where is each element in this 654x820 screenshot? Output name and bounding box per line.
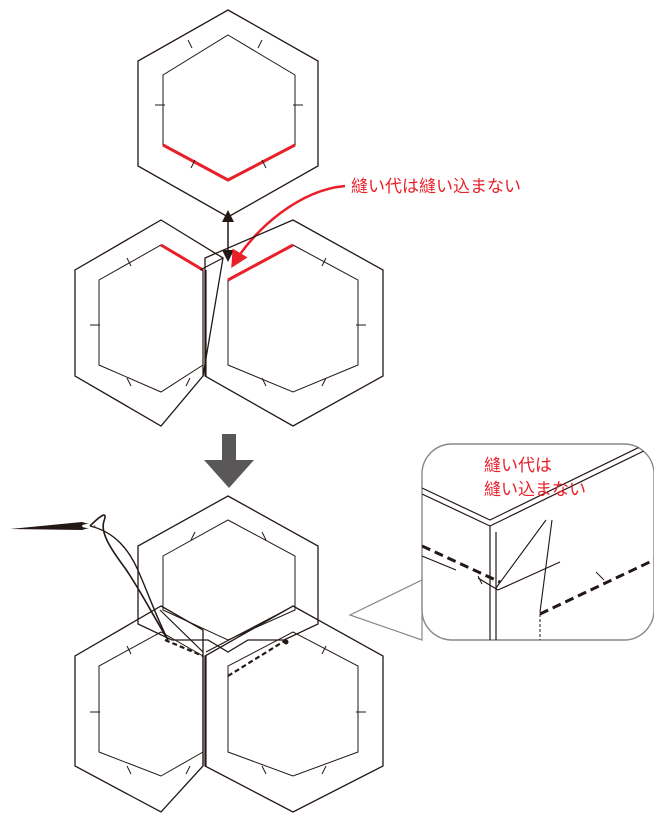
callout-main-label: 縫い代は縫い込まない: [351, 177, 521, 197]
zoom-detail-callout: 縫い代は 縫い込まない: [348, 443, 654, 641]
pair-left-hexagon: [74, 219, 224, 427]
red-seam-line-left: [160, 243, 204, 272]
red-seam-line-right: [227, 243, 294, 282]
trio-left-hexagon: [74, 605, 204, 813]
step-down-arrow: [204, 434, 254, 488]
stitch-end-knot: [283, 639, 289, 645]
pair-join-seam: [199, 257, 224, 376]
zoom-label-line1: 縫い代は: [484, 456, 552, 476]
trio-join-seams: [159, 609, 287, 766]
trio-right-hexagon: [204, 605, 384, 813]
double-arrow: [222, 210, 234, 262]
top-single-hexagon: [137, 9, 319, 218]
red-seam-line-top: [162, 143, 296, 182]
pair-right-hexagon: [204, 219, 384, 427]
trio-top-hexagon: [137, 495, 319, 653]
needle-and-thread: [10, 514, 169, 641]
zoom-label-line2: 縫い込まない: [484, 480, 586, 500]
red-callout-arrow: [231, 184, 346, 269]
stitches-in-progress: [164, 638, 287, 677]
